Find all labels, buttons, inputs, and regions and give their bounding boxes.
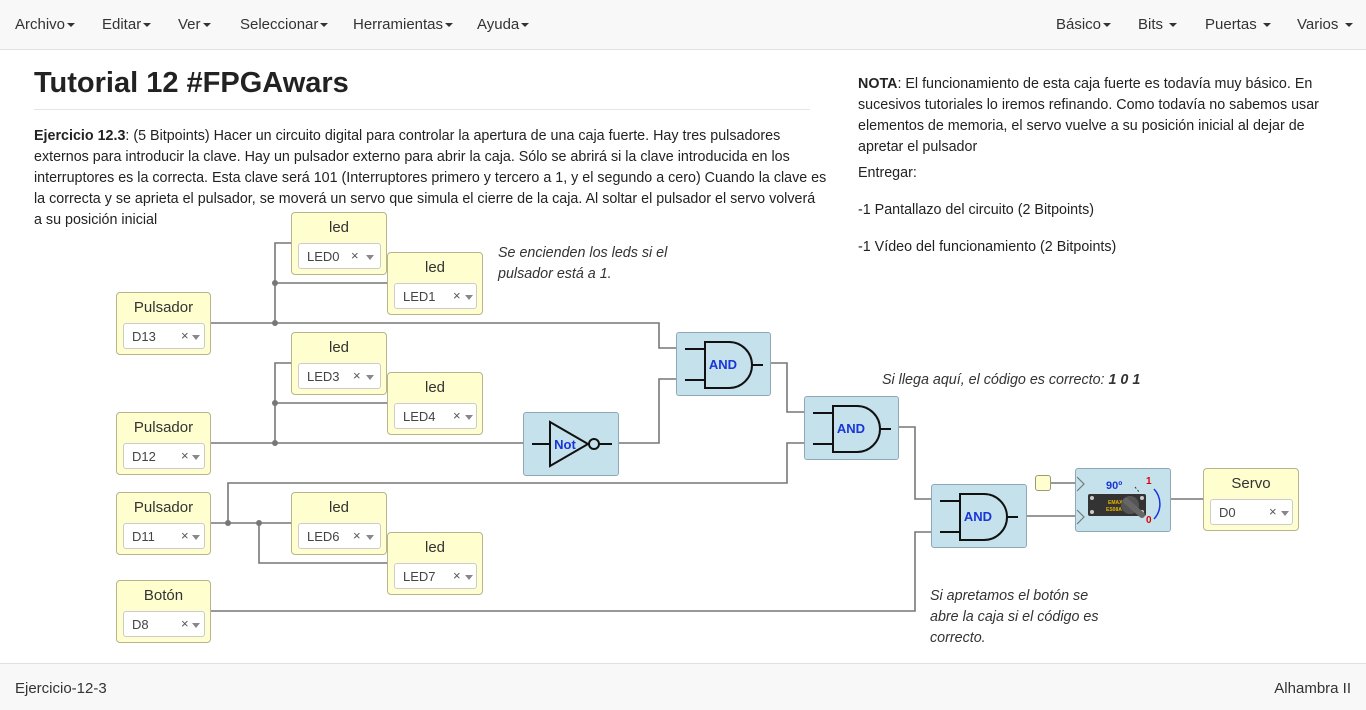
deliver-item: -1 Vídeo del funcionamiento (2 Bitpoints… (858, 239, 1117, 255)
pin-select[interactable]: D0 × (1210, 499, 1293, 525)
and-gate-icon: AND (940, 493, 1018, 541)
comment-code[interactable]: Si llega aquí, el código es correcto: 1 … (882, 372, 1141, 388)
pin-select[interactable]: LED6 × (298, 523, 381, 549)
caret-down-icon (445, 23, 454, 28)
chevron-down-icon[interactable] (192, 535, 200, 540)
menu-ver[interactable]: Ver (178, 16, 211, 33)
comment-leds[interactable]: Se encienden los leds si el pulsador est… (498, 245, 668, 282)
svg-text:AND: AND (964, 509, 992, 524)
servo-block-d0[interactable]: Servo D0 × (1203, 468, 1299, 531)
constant-block[interactable] (1035, 475, 1051, 491)
chevron-down-icon[interactable] (465, 575, 473, 580)
svg-text:EMAX: EMAX (1108, 500, 1123, 506)
clear-icon[interactable]: × (181, 616, 189, 631)
caret-down-icon (1169, 23, 1178, 28)
svg-text:Not: Not (554, 437, 576, 452)
clear-icon[interactable]: × (353, 528, 361, 543)
menu-bits[interactable]: Bits (1138, 16, 1178, 33)
svg-text:1: 1 (1146, 476, 1152, 487)
pin-select[interactable]: LED4 × (394, 403, 477, 429)
clear-icon[interactable]: × (181, 448, 189, 463)
menu-varios[interactable]: Varios (1297, 16, 1353, 33)
clear-icon[interactable]: × (453, 568, 461, 583)
svg-text:ES08A: ES08A (1106, 507, 1122, 513)
and-gate-1[interactable]: AND (676, 332, 771, 396)
not-gate[interactable]: Not (523, 412, 619, 476)
caret-down-icon (202, 23, 211, 28)
svg-text:90º: 90º (1106, 480, 1122, 492)
note-label: NOTA (858, 76, 898, 92)
chevron-down-icon[interactable] (1281, 511, 1289, 516)
menu-bar: Archivo Editar Ver Seleccionar Herramien… (0, 0, 1366, 50)
chevron-down-icon[interactable] (366, 255, 374, 260)
led-block-led0[interactable]: led LED0 × (291, 212, 387, 275)
pin-select[interactable]: LED7 × (394, 563, 477, 589)
led-block-led1[interactable]: led LED1 × (387, 252, 483, 315)
title-divider (34, 109, 810, 110)
clear-icon[interactable]: × (353, 368, 361, 383)
pin-select[interactable]: D13 × (123, 323, 205, 349)
menu-ayuda[interactable]: Ayuda (477, 16, 530, 33)
menu-seleccionar[interactable]: Seleccionar (240, 16, 329, 33)
caret-down-icon (521, 23, 530, 28)
boton-block-d8[interactable]: Botón D8 × (116, 580, 211, 643)
chevron-down-icon[interactable] (465, 415, 473, 420)
clear-icon[interactable]: × (453, 288, 461, 303)
chevron-down-icon[interactable] (192, 335, 200, 340)
deliver-item: -1 Pantallazo del circuito (2 Bitpoints) (858, 202, 1095, 218)
svg-text:AND: AND (709, 357, 737, 372)
pin-select[interactable]: D12 × (123, 443, 205, 469)
and-gate-3[interactable]: AND (931, 484, 1027, 548)
not-gate-icon: Not (532, 420, 612, 468)
svg-text:AND: AND (837, 421, 865, 436)
chevron-down-icon[interactable] (366, 375, 374, 380)
clear-icon[interactable]: × (1269, 504, 1277, 519)
led-block-led4[interactable]: led LED4 × (387, 372, 483, 435)
menu-puertas[interactable]: Puertas (1205, 16, 1271, 33)
and-gate-2[interactable]: AND (804, 396, 899, 460)
deliver-label: Entregar: (858, 165, 917, 181)
svg-text:0: 0 (1146, 515, 1152, 526)
chevron-down-icon[interactable] (192, 455, 200, 460)
pin-select[interactable]: LED1 × (394, 283, 477, 309)
menu-herramientas[interactable]: Herramientas (353, 16, 454, 33)
pin-select[interactable]: LED0 × (298, 243, 381, 269)
pulsador-block-d12[interactable]: Pulsador D12 × (116, 412, 211, 475)
clear-icon[interactable]: × (351, 248, 359, 263)
caret-down-icon (143, 23, 152, 28)
menu-basico[interactable]: Básico (1056, 16, 1112, 33)
caret-down-icon (1262, 23, 1271, 28)
pulsador-block-d13[interactable]: Pulsador D13 × (116, 292, 211, 355)
board-name[interactable]: Alhambra II (1274, 680, 1351, 697)
pin-select[interactable]: LED3 × (298, 363, 381, 389)
menu-archivo[interactable]: Archivo (15, 16, 76, 33)
led-block-led6[interactable]: led LED6 × (291, 492, 387, 555)
pin-select[interactable]: D11 × (123, 523, 205, 549)
status-bar: Ejercicio-12-3 Alhambra II (0, 663, 1366, 710)
servo-icon: 90º 1 0 EMAX ES08A (1076, 476, 1161, 526)
and-gate-icon: AND (685, 341, 763, 389)
page-title: Tutorial 12 #FPGAwars (34, 67, 349, 99)
pin-select[interactable]: D8 × (123, 611, 205, 637)
clear-icon[interactable]: × (181, 528, 189, 543)
caret-down-icon (67, 23, 76, 28)
caret-down-icon (1344, 23, 1353, 28)
exercise-label: Ejercicio 12.3 (34, 128, 126, 144)
chevron-down-icon[interactable] (366, 535, 374, 540)
led-block-led3[interactable]: led LED3 × (291, 332, 387, 395)
led-block-led7[interactable]: led LED7 × (387, 532, 483, 595)
and-gate-icon: AND (813, 405, 891, 453)
caret-down-icon (320, 23, 329, 28)
clear-icon[interactable]: × (453, 408, 461, 423)
caret-down-icon (1103, 23, 1112, 28)
file-name: Ejercicio-12-3 (15, 680, 107, 697)
comment-button[interactable]: Si apretamos el botón se abre la caja si… (930, 588, 1099, 646)
servo-motor[interactable]: 90º 1 0 EMAX ES08A (1075, 468, 1171, 532)
pulsador-block-d11[interactable]: Pulsador D11 × (116, 492, 211, 555)
chevron-down-icon[interactable] (465, 295, 473, 300)
clear-icon[interactable]: × (181, 328, 189, 343)
menu-editar[interactable]: Editar (102, 16, 152, 33)
chevron-down-icon[interactable] (192, 623, 200, 628)
